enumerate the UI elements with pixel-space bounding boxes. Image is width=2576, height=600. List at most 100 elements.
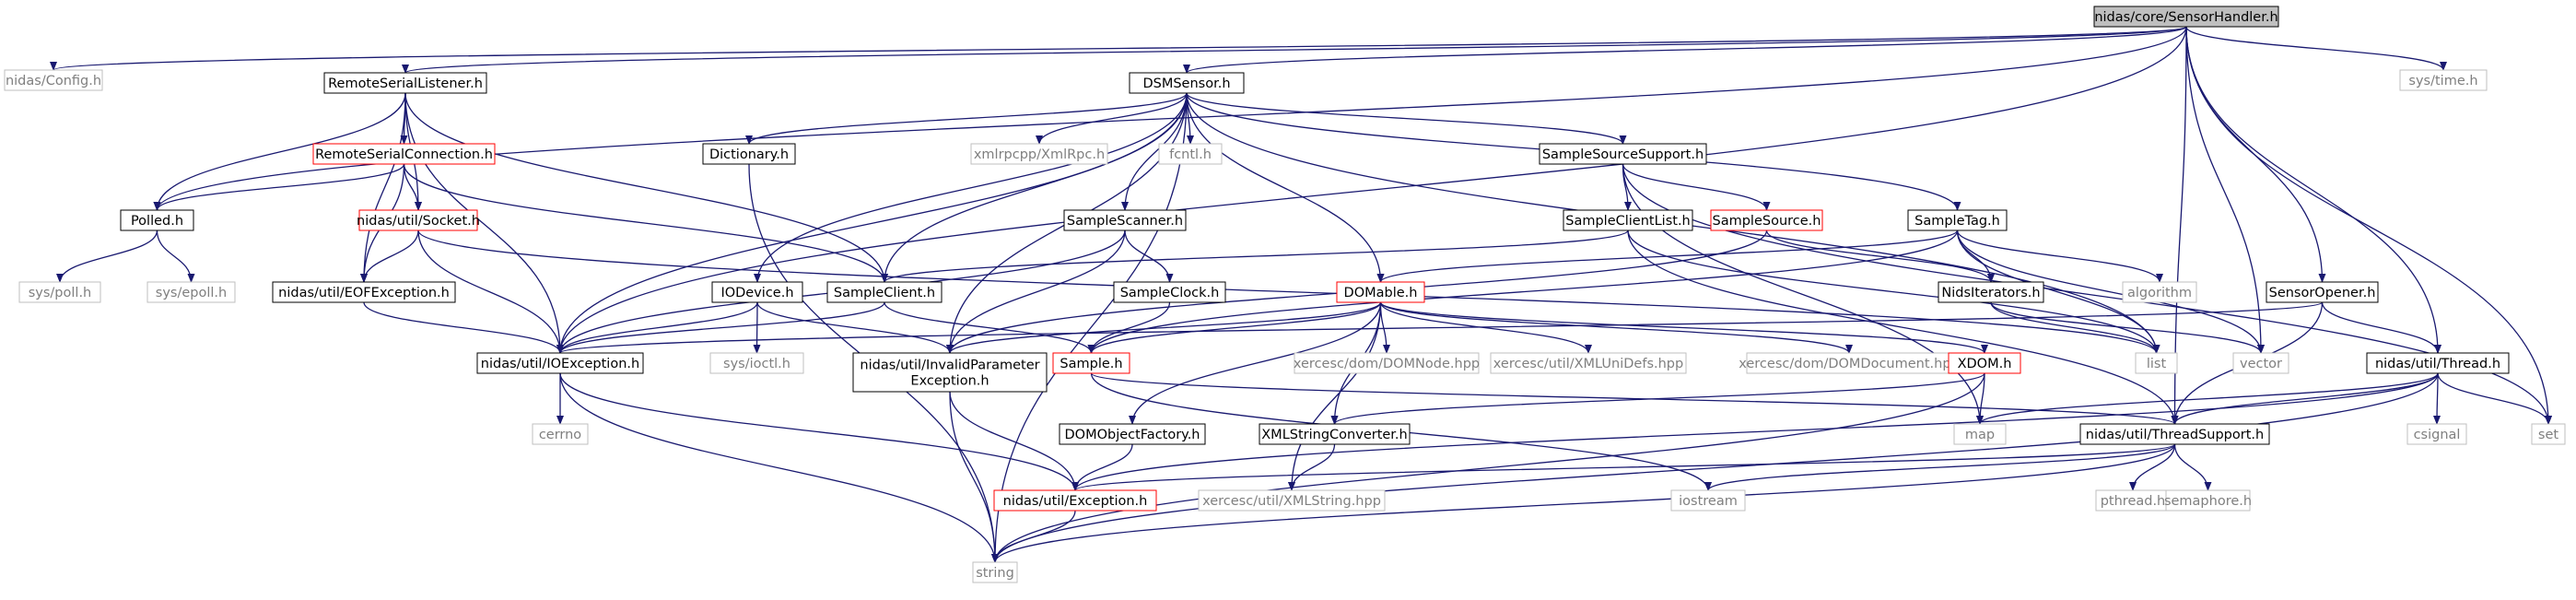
node-label: set [2538, 428, 2558, 442]
node-sscanner[interactable]: SampleScanner.h [1063, 209, 1187, 231]
node-set[interactable]: set [2531, 423, 2566, 445]
edge-sample-to-threadsup [1090, 372, 2179, 425]
node-map[interactable]: map [1953, 423, 2007, 445]
edge-threadsup-to-pthread [2129, 443, 2176, 491]
node-string[interactable]: string [972, 561, 1018, 583]
edge-ssource-to-nidsit [1765, 229, 1995, 283]
node-xmlrpc[interactable]: xmlrpcpp/XmlRpc.h [970, 143, 1108, 165]
node-dsm[interactable]: DSMSensor.h [1129, 72, 1245, 94]
node-label: Sample.h [1060, 357, 1122, 371]
node-exception[interactable]: nidas/util/Exception.h [993, 489, 1157, 512]
edge-sclient-to-ioex [556, 301, 885, 354]
node-box [1539, 143, 1707, 165]
edge-scl-to-threadsup [1627, 229, 2179, 425]
node-box [852, 352, 1048, 393]
node-ssource[interactable]: SampleSource.h [1710, 209, 1823, 231]
node-threadsup[interactable]: nidas/util/ThreadSupport.h [2079, 423, 2270, 445]
node-box [1953, 423, 2007, 445]
node-sopener[interactable]: SensorOpener.h [2266, 281, 2379, 303]
edge-rsc-to-sclient [403, 163, 888, 283]
node-label: nidas/util/Thread.h [2375, 357, 2500, 371]
node-pthread[interactable]: pthread.h [2095, 489, 2171, 512]
edge-ioex-to-string [559, 372, 999, 563]
node-box [532, 423, 589, 445]
node-syspoll[interactable]: sys/poll.h [18, 281, 101, 303]
node-label: nidas/core/SensorHandler.h [2094, 10, 2277, 25]
node-stag[interactable]: SampleTag.h [1907, 209, 2008, 231]
node-box [2406, 423, 2467, 445]
node-socket[interactable]: nidas/util/Socket.h [357, 209, 480, 231]
node-list[interactable]: list [2135, 352, 2178, 374]
node-thread[interactable]: nidas/util/Thread.h [2366, 352, 2510, 374]
node-label: xercesc/dom/DOMDocument.hpp [1739, 357, 1960, 371]
node-sclock[interactable]: SampleClock.h [1113, 281, 1226, 303]
node-label: string [976, 566, 1014, 581]
node-label: nidas/util/Socket.h [357, 214, 480, 229]
node-ioex[interactable]: nidas/util/IOException.h [476, 352, 644, 374]
edge-threadsup-to-iostream [1704, 443, 2176, 491]
node-box [993, 489, 1157, 512]
node-domobjfac[interactable]: DOMObjectFactory.h [1059, 423, 1206, 445]
node-sysioctl[interactable]: sys/ioctl.h [709, 352, 804, 374]
node-dict[interactable]: Dictionary.h [702, 143, 796, 165]
node-xmlstrconv[interactable]: XMLStringConverter.h [1259, 423, 1411, 445]
edge-sopener-to-thread [2321, 301, 2441, 354]
node-iodev[interactable]: IODevice.h [711, 281, 803, 303]
node-domable[interactable]: DOMable.h [1336, 281, 1425, 303]
edge-dsm-to-iodev [754, 92, 1188, 283]
node-rsl[interactable]: RemoteSerialListener.h [323, 72, 487, 94]
node-box [1052, 352, 1130, 374]
node-label: RemoteSerialConnection.h [315, 147, 493, 162]
node-label: xmlrpcpp/XmlRpc.h [974, 147, 1105, 162]
node-box [1129, 72, 1245, 94]
node-box [323, 72, 487, 94]
node-label: SensorOpener.h [2269, 286, 2376, 300]
node-box [146, 281, 236, 303]
edge-sclient-to-sample [884, 301, 1095, 354]
node-rsc[interactable]: RemoteSerialConnection.h [312, 143, 496, 165]
edge-xdom-to-xmlstrconv [1330, 372, 1985, 425]
edge-rsl-to-sclient [404, 92, 888, 283]
node-label: xercesc/util/XMLUniDefs.hpp [1493, 357, 1683, 371]
node-sysepoll[interactable]: sys/epoll.h [146, 281, 236, 303]
edge-sscanner-to-invparam [946, 229, 1126, 354]
node-xdom[interactable]: XDOM.h [1948, 352, 2021, 374]
node-config[interactable]: nidas/Config.h [4, 69, 103, 91]
node-xmlstring[interactable]: xercesc/util/XMLString.hpp [1198, 489, 1386, 512]
edge-ioex-to-exception [559, 372, 1079, 491]
node-box [702, 143, 796, 165]
node-vector[interactable]: vector [2232, 352, 2289, 374]
node-eofex[interactable]: nidas/util/EOFException.h [272, 281, 456, 303]
node-iostream[interactable]: iostream [1670, 489, 1746, 512]
edge-thread-to-threadsup [2171, 372, 2439, 425]
node-xmlunidefs[interactable]: xercesc/util/XMLUniDefs.hpp [1490, 352, 1687, 374]
edge-stag-to-list [1956, 229, 2160, 354]
edge-scl-to-list [1627, 229, 2160, 354]
edge-xmlstrconv-to-xmlstring [1288, 443, 1336, 491]
node-root[interactable]: nidas/core/SensorHandler.h [2093, 6, 2279, 28]
node-domnode[interactable]: xercesc/dom/DOMNode.hpp [1294, 352, 1480, 374]
node-sclient[interactable]: SampleClient.h [826, 281, 943, 303]
edge-iodev-to-invparam [756, 301, 954, 354]
node-domdoc[interactable]: xercesc/dom/DOMDocument.hpp [1739, 352, 1960, 374]
node-polled[interactable]: Polled.h [120, 209, 194, 231]
node-fcntl[interactable]: fcntl.h [1158, 143, 1223, 165]
edge-iodev-to-sysioctl [753, 301, 761, 354]
node-nidsit[interactable]: NidsIterators.h [1938, 281, 2044, 303]
node-label: SampleTag.h [1914, 214, 2000, 229]
node-box [4, 69, 103, 91]
node-semaphore[interactable]: semaphore.h [2164, 489, 2252, 512]
node-scl[interactable]: SampleClientList.h [1563, 209, 1693, 231]
node-systime[interactable]: sys/time.h [2399, 69, 2488, 91]
node-sss[interactable]: SampleSourceSupport.h [1539, 143, 1707, 165]
node-algorithm[interactable]: algorithm [2122, 281, 2197, 303]
node-csignal[interactable]: csignal [2406, 423, 2467, 445]
edge-dsm-to-sss [1186, 92, 1627, 145]
node-label: SampleScanner.h [1067, 214, 1183, 229]
node-box [312, 143, 496, 165]
edge-dsm-to-domable [1186, 92, 1385, 283]
node-cerrno[interactable]: cerrno [532, 423, 589, 445]
edge-rsl-to-eofex [360, 92, 406, 283]
node-sample[interactable]: Sample.h [1052, 352, 1130, 374]
